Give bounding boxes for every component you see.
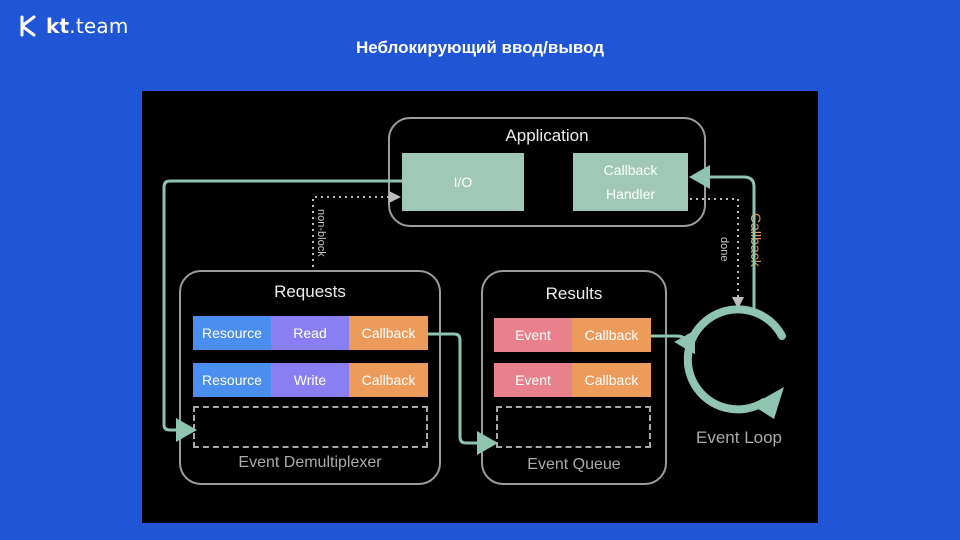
event-loop-arrowhead bbox=[752, 387, 784, 419]
non-block-label: non-block bbox=[315, 209, 327, 257]
result-row-1-event: Event bbox=[494, 318, 572, 352]
callback-handler-label-2: Handler bbox=[605, 186, 656, 202]
results-box: Results Event Queue bbox=[481, 270, 667, 485]
request-row-1-callback: Callback bbox=[349, 316, 428, 350]
callback-handler-label-1: Callback bbox=[603, 162, 658, 178]
event-loop-label: Event Loop bbox=[696, 428, 783, 447]
callback-handler-block: Callback Handler bbox=[573, 153, 688, 211]
callback-arrow-label: Callback bbox=[748, 213, 764, 267]
diagram-arrows bbox=[162, 165, 786, 455]
result-row-2-callback: Callback bbox=[572, 363, 651, 397]
requests-box: Requests Event Demultiplexer bbox=[179, 270, 441, 485]
request-row-2-callback: Callback bbox=[349, 363, 428, 397]
event-loop-circle bbox=[683, 305, 786, 414]
result-row-2-event: Event bbox=[494, 363, 572, 397]
results-title: Results bbox=[545, 284, 603, 303]
brand-name: kt.team bbox=[46, 14, 129, 38]
request-row-2-resource: Resource bbox=[193, 363, 271, 397]
diagram-stage: Application I/O Callback Handler Request… bbox=[142, 91, 818, 523]
request-to-queue-arrow bbox=[428, 332, 498, 455]
done-dotted-arrow bbox=[690, 198, 744, 309]
request-row-1-op: Read bbox=[271, 316, 349, 350]
application-title: Application bbox=[505, 126, 589, 145]
non-block-dotted-arrow bbox=[312, 191, 401, 267]
result-empty-slot bbox=[496, 406, 651, 448]
event-demultiplexer-label: Event Demultiplexer bbox=[238, 454, 382, 471]
brand-logo: kt.team bbox=[18, 14, 129, 38]
event-queue-label: Event Queue bbox=[527, 456, 621, 473]
slide-title: Неблокирующий ввод/вывод bbox=[355, 38, 605, 57]
io-to-demux-arrow bbox=[162, 179, 402, 442]
request-row-2-op: Write bbox=[271, 363, 349, 397]
loop-to-handler-arrow bbox=[689, 165, 756, 309]
io-block: I/O bbox=[402, 153, 524, 211]
request-row-1-resource: Resource bbox=[193, 316, 271, 350]
io-label: I/O bbox=[453, 174, 473, 190]
requests-title: Requests bbox=[274, 282, 346, 301]
done-label: done bbox=[718, 237, 730, 262]
kt-logo-icon bbox=[20, 15, 36, 37]
result-row-1-callback: Callback bbox=[572, 318, 651, 352]
